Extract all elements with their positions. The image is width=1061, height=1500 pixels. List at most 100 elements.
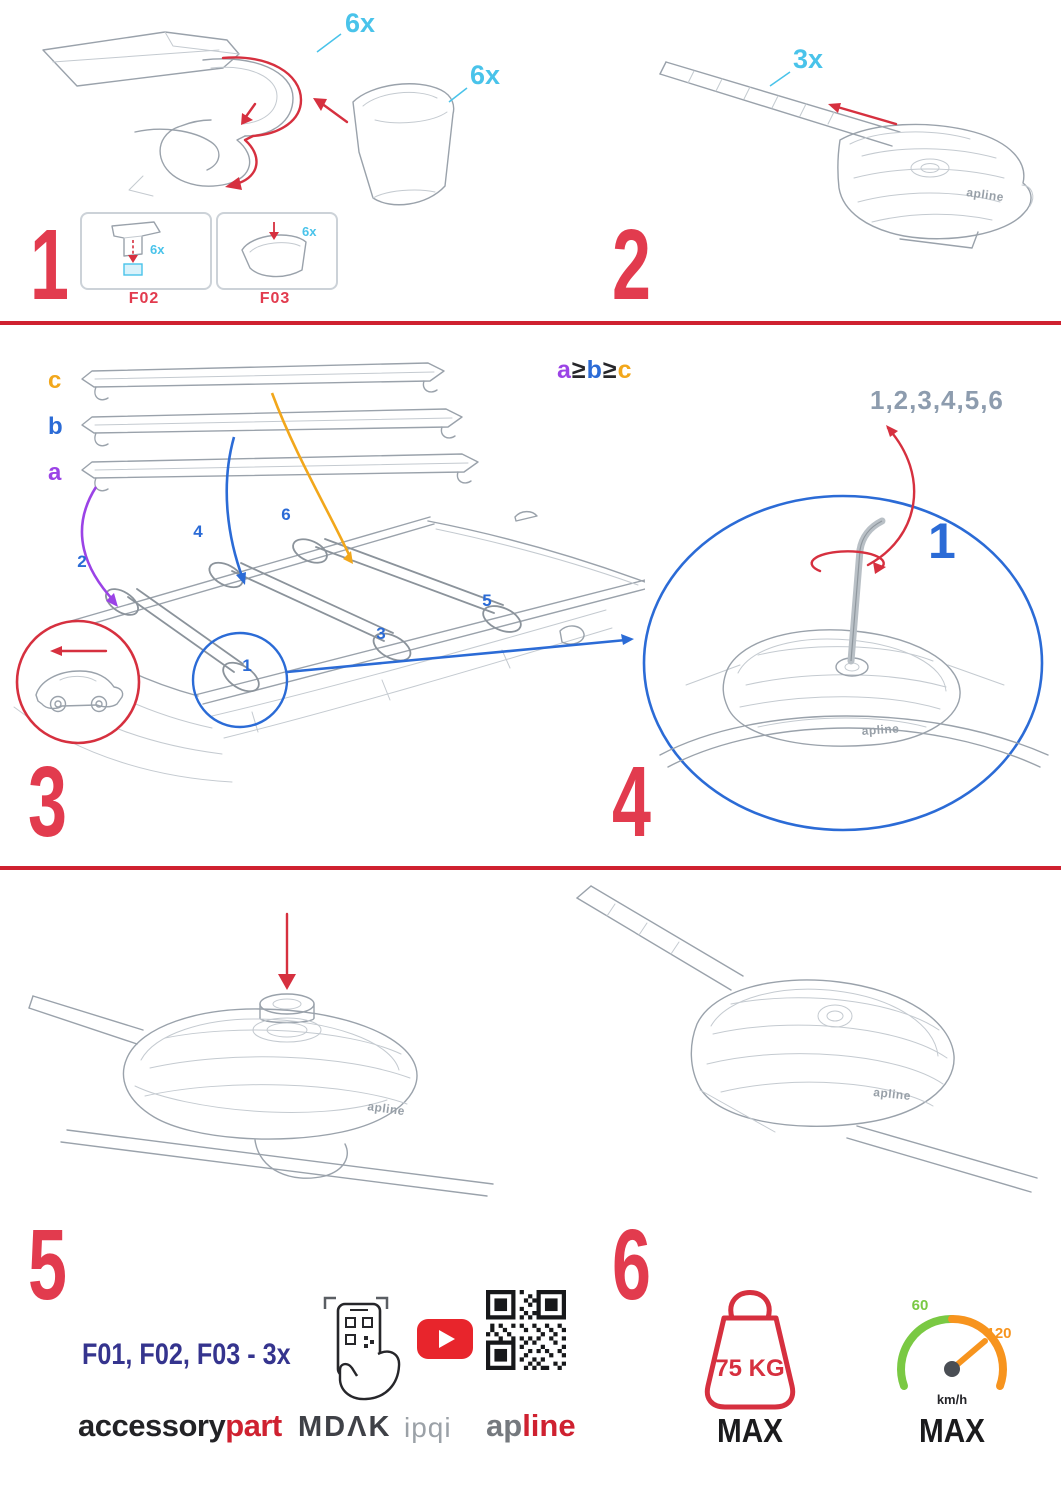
- position-3: 3: [376, 624, 385, 643]
- part-f02-drawing: 6x: [111, 221, 165, 276]
- step-4-number: 4: [612, 746, 651, 858]
- brand-mdak: MDΛK: [298, 1411, 392, 1443]
- product-logo-on-foot: apline: [861, 721, 900, 738]
- part-box-f02: 6x: [80, 212, 212, 290]
- f03-cover-wireframe: [241, 234, 307, 278]
- clamp-qty-label: 6x: [345, 8, 375, 38]
- brand-accessorypart: accessorypart: [78, 1408, 282, 1444]
- position-2: 2: [77, 552, 86, 571]
- length-rule: a≥b≥c: [557, 356, 633, 385]
- step-2-number: 2: [612, 209, 651, 321]
- product-logo-on-foot: apline: [966, 185, 1005, 204]
- front-direction-arrowhead: [50, 646, 62, 656]
- step-1-number: 1: [30, 209, 69, 321]
- f02-insert-arrowhead: [128, 255, 138, 263]
- scan-phone-icon: [323, 1296, 401, 1401]
- bar-qty-label: 3x: [793, 44, 823, 74]
- allen-key: [847, 517, 886, 665]
- brand-part-text: part: [225, 1408, 282, 1443]
- speed-limit-icon: 60 120 km/h: [897, 1297, 1012, 1407]
- crossbar-wireframe: [576, 885, 744, 991]
- step5-press-cap-drawing: apline: [28, 912, 494, 1197]
- bar-c-position-arrow: [270, 392, 353, 564]
- tighten-first-label: 1: [928, 513, 956, 569]
- speed-low-label: 60: [912, 1297, 929, 1314]
- speed-unit-label: km/h: [937, 1392, 967, 1407]
- qr-code-icon: [486, 1290, 566, 1370]
- qty-labels: 6x 6x: [316, 8, 500, 103]
- step4-tighten-detail-drawing: apline: [642, 425, 1049, 832]
- weight-body: [704, 1315, 796, 1410]
- crossbar-a-drawing: [81, 453, 479, 492]
- clamp-foot-wireframe: [122, 1008, 418, 1179]
- speed-arc-orange: [948, 1314, 1007, 1390]
- cover-wireframe: [352, 83, 455, 206]
- bar-label-a: a: [48, 459, 62, 486]
- cover-qty-label: 6x: [470, 60, 500, 90]
- zoom-circle: [642, 494, 1044, 832]
- zoom-arrow: [286, 634, 634, 674]
- youtube-icon: [417, 1319, 473, 1359]
- bar-end-wireframe: [42, 31, 240, 87]
- speed-max-label: MAX: [918, 1412, 986, 1449]
- step-6-number: 6: [612, 1209, 651, 1321]
- f02-insert-part: [123, 263, 143, 276]
- crossbar-c-drawing: [81, 362, 445, 401]
- rule-gte-1: ≥: [571, 356, 587, 384]
- weight-limit-icon: 75 KG: [704, 1290, 796, 1410]
- brand-ipqi: ipqi: [404, 1412, 452, 1443]
- part-f03-drawing: 6x: [241, 222, 317, 278]
- rule-gte-2: ≥: [602, 356, 618, 384]
- f02-qty-label: 6x: [150, 242, 165, 257]
- crossbar-wireframe: [659, 61, 901, 147]
- f03-qty-label: 6x: [302, 224, 317, 239]
- brand-ap-text: ap: [486, 1408, 523, 1443]
- tighten-sequence-label: 1,2,3,4,5,6: [870, 385, 1004, 415]
- position-1-highlight-circle: [191, 631, 289, 729]
- weight-max-label: MAX: [716, 1412, 784, 1449]
- crossbar-b-drawing: [81, 408, 463, 447]
- part-label-f02: F02: [128, 290, 160, 307]
- step3-roof-layout-drawing: c b a: [13, 362, 645, 783]
- product-logo-on-foot: apline: [873, 1085, 912, 1103]
- step2-bar-foot-drawing: 3x apline: [659, 44, 1034, 249]
- rule-a: a: [557, 356, 572, 384]
- part-box-f03: 6x: [216, 212, 338, 290]
- press-arrow: [278, 912, 296, 990]
- clamp-wireframe: [128, 58, 294, 197]
- car-direction-badge: [15, 619, 141, 745]
- bar-label-c: c: [48, 367, 61, 394]
- brand-line-text: line: [522, 1408, 576, 1443]
- bar-a-position-arrow: [80, 486, 118, 607]
- speed-needle-hub: [944, 1361, 960, 1377]
- qty-label: 3x: [769, 44, 823, 87]
- position-1: 1: [242, 656, 251, 675]
- step1-endcap-cover-drawing: 6x 6x: [42, 8, 500, 206]
- crossbar-and-rail: [28, 995, 494, 1197]
- f03-press-arrowhead: [269, 232, 279, 240]
- assembly-arrows: [221, 56, 349, 190]
- step6-mounted-foot-drawing: apline: [576, 885, 1038, 1193]
- weight-value: 75 KG: [715, 1355, 784, 1382]
- roof-rail-wireframe: [699, 1089, 1038, 1193]
- slide-on-arrow: [828, 103, 898, 126]
- position-6: 6: [281, 505, 290, 524]
- part-label-f03: F03: [259, 290, 291, 307]
- roof-rail-wireframe: [659, 664, 1049, 768]
- position-5: 5: [482, 591, 491, 610]
- section-divider-2: [0, 866, 1061, 870]
- bar-label-b: b: [48, 413, 63, 440]
- car-side-view: [35, 670, 124, 713]
- position-4: 4: [193, 522, 203, 541]
- bar-b-position-arrow: [225, 436, 246, 585]
- speed-arc-green: [897, 1314, 956, 1390]
- weight-handle: [728, 1290, 772, 1321]
- speed-high-label: 120: [986, 1325, 1011, 1342]
- rule-c: c: [617, 356, 633, 384]
- f02-bracket-wireframe: [111, 221, 161, 257]
- rule-b: b: [586, 356, 603, 384]
- direction-badge-circle: [15, 619, 141, 745]
- section-divider-1: [0, 321, 1061, 325]
- fasteners-note: F01, F02, F03 - 3x: [82, 1338, 291, 1371]
